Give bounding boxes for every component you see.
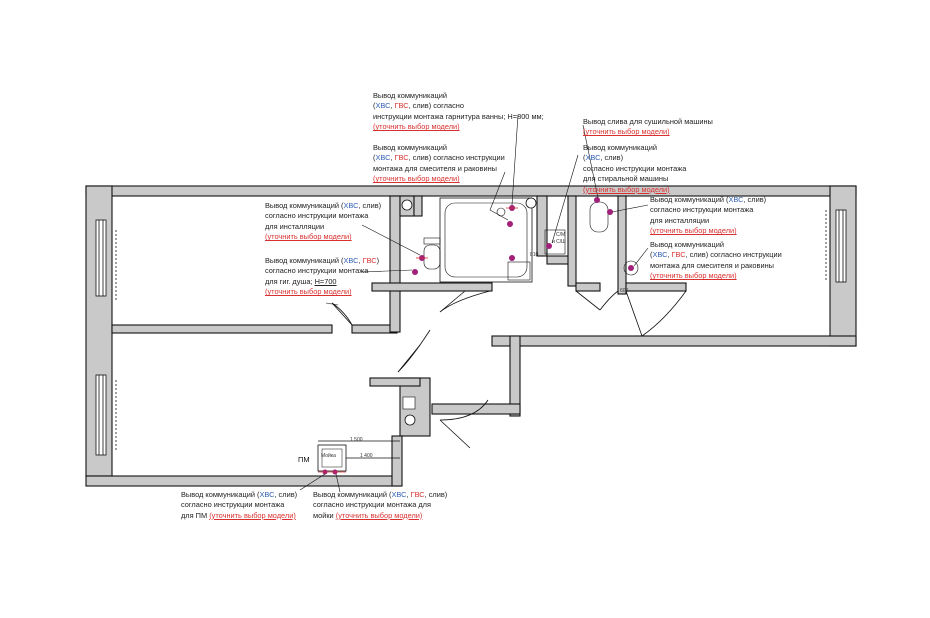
note-line: Вывод коммуникаций (ХВС, слив) <box>265 201 382 210</box>
note-line: согласно инструкции монтажа <box>265 266 369 276</box>
note-line: Вывод слива для сушильной машины <box>583 117 713 126</box>
note-line: согласно инструкции монтажа <box>265 211 369 221</box>
note-sink-bath: Вывод коммуникаций (ХВС, ГВС, слив) согл… <box>373 143 505 185</box>
note-line: согласно инструкции монтажа <box>650 205 754 215</box>
toilet-right <box>589 201 609 233</box>
model-link[interactable]: (уточнить выбор модели) <box>335 510 423 520</box>
note-kitchen-sink: Вывод коммуникаций (ХВС, ГВС, слив) согл… <box>313 490 447 521</box>
note-line: монтажа для смесителя и раковины <box>650 260 774 270</box>
note-washer: Вывод коммуникаций (ХВС, слив) согласно … <box>583 143 686 195</box>
note-line: Вывод коммуникаций (ХВС, слив) <box>650 195 767 204</box>
bathtub <box>439 197 533 283</box>
note-toilet-left: Вывод коммуникаций (ХВС, слив) согласно … <box>265 201 381 243</box>
note-line: для гиг. душа; Н=700 <box>265 276 337 286</box>
note-line: Вывод коммуникаций <box>650 240 724 249</box>
note-line: для стиральной машины <box>583 174 669 184</box>
note-line: Вывод коммуникаций <box>373 91 447 100</box>
note-line: мойки (уточнить выбор модели) <box>313 510 423 520</box>
dryer-label: и С/Ш <box>552 239 566 245</box>
model-link[interactable]: (уточнить выбор модели) <box>209 510 296 520</box>
model-link[interactable]: (уточнить выбор модели) <box>583 184 670 194</box>
note-line: согласно инструкции монтажа <box>583 163 687 173</box>
leader-lines <box>299 114 649 493</box>
washer-label: С/М <box>556 232 565 238</box>
note-dryer: Вывод слива для сушильной машины (уточни… <box>583 117 713 138</box>
note-line: Вывод коммуникаций <box>583 143 657 152</box>
riser-1 <box>401 199 413 211</box>
sink-right <box>623 260 639 276</box>
note-shower: Вывод коммуникаций (ХВС, ГВС) согласно и… <box>265 256 379 298</box>
model-link[interactable]: (уточнить выбор модели) <box>265 287 352 297</box>
note-dishwasher: Вывод коммуникаций (ХВС, слив) согласно … <box>181 490 297 521</box>
note-line: для инсталляции <box>265 221 325 231</box>
windows <box>95 209 847 456</box>
note-line: для ПМ (уточнить выбор модели) <box>181 510 296 520</box>
note-line: (ХВС, ГВС, слив) согласно инструкции <box>650 250 782 260</box>
note-toilet-right: Вывод коммуникаций (ХВС, слив) согласно … <box>650 195 766 237</box>
note-line: (ХВС, ГВС, слив) согласно <box>373 101 464 111</box>
note-line: (ХВС, слив) <box>583 153 624 163</box>
outlets <box>318 197 634 475</box>
note-sink-right: Вывод коммуникаций (ХВС, ГВС, слив) согл… <box>650 240 782 282</box>
note-line: монтажа для смесителя и раковины <box>373 163 497 173</box>
sink-label: Мойка <box>321 452 336 459</box>
model-link[interactable]: (уточнить выбор модели) <box>650 271 737 281</box>
model-link[interactable]: (уточнить выбор модели) <box>373 174 460 184</box>
note-line: согласно инструкции монтажа для <box>313 500 431 510</box>
note-line: инструкции монтажа гарнитура ванны; Н=80… <box>373 111 544 121</box>
riser-2 <box>525 197 537 209</box>
note-line: Вывод коммуникаций (ХВС, ГВС) <box>265 256 380 265</box>
dim-1400: 1 400 <box>360 453 373 459</box>
doors <box>331 290 687 449</box>
dim-1500: 1 500 <box>350 437 363 443</box>
note-line: (ХВС, ГВС, слив) согласно инструкции <box>373 153 505 163</box>
model-link[interactable]: (уточнить выбор модели) <box>265 232 352 242</box>
height-600: 600 <box>620 288 629 294</box>
note-bath: Вывод коммуникаций (ХВС, ГВС, слив) согл… <box>373 91 544 133</box>
note-line: Вывод коммуникаций (ХВС, ГВС, слив) <box>313 490 448 499</box>
note-line: согласно инструкции монтажа <box>181 500 285 510</box>
note-line: Вывод коммуникаций (ХВС, слив) <box>181 490 298 499</box>
model-link[interactable]: (уточнить выбор модели) <box>373 122 460 132</box>
note-line: Вывод коммуникаций <box>373 143 447 152</box>
pm-label: ПМ <box>298 455 310 464</box>
note-line: для инсталляции <box>650 215 710 225</box>
model-link[interactable]: (уточнить выбор модели) <box>583 127 670 137</box>
model-link[interactable]: (уточнить выбор модели) <box>650 226 737 236</box>
riser-3 <box>404 414 416 426</box>
height-810: 810 <box>530 252 539 258</box>
toilet-left <box>423 244 441 270</box>
